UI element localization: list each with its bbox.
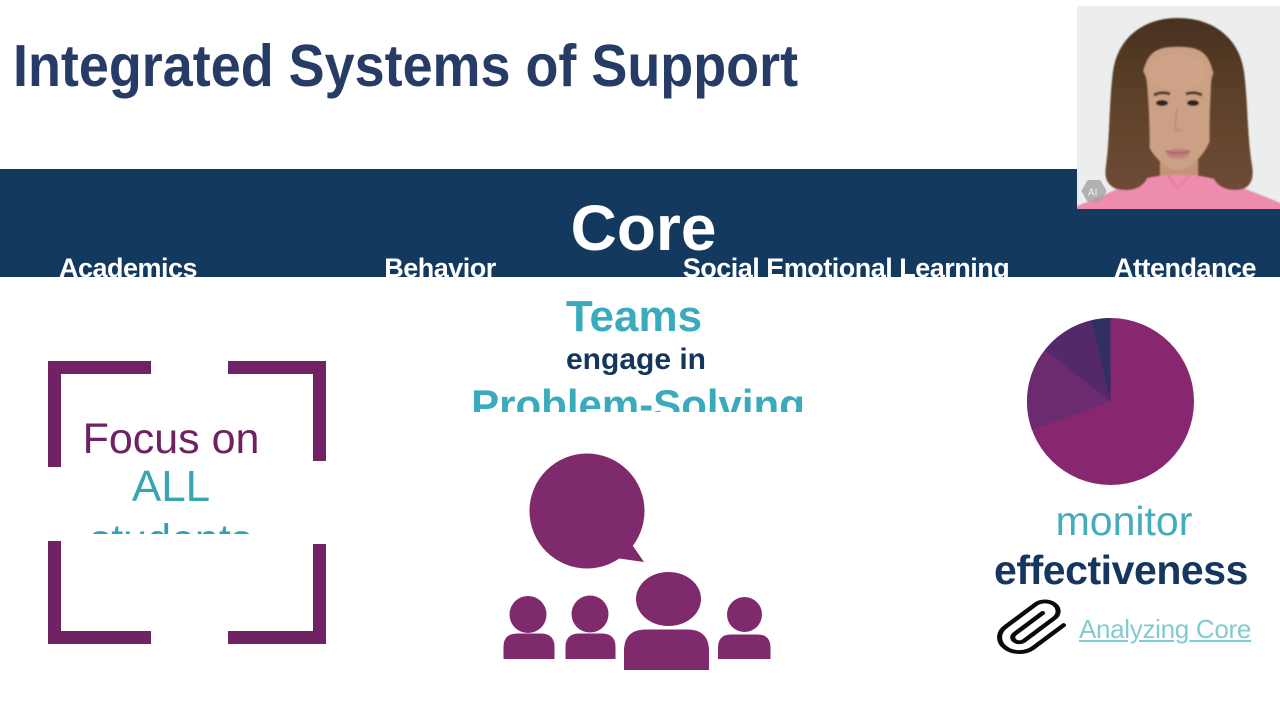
svg-text:AI: AI <box>1088 188 1097 199</box>
